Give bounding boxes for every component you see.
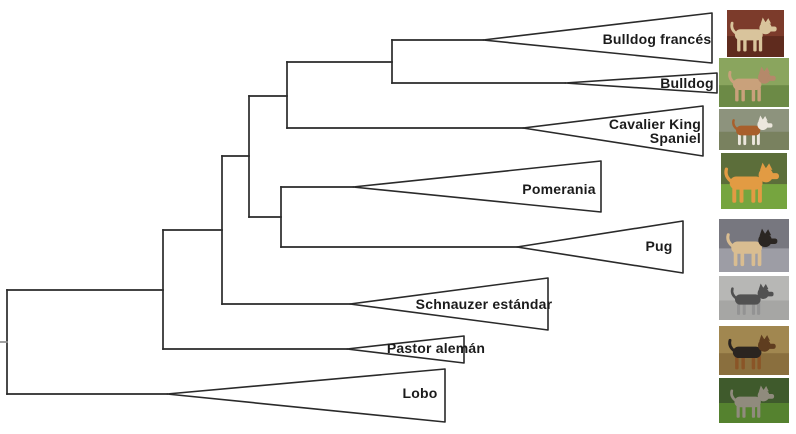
breed-photo-bulldog xyxy=(719,58,789,107)
dog-silhouette-icon xyxy=(730,17,777,52)
breed-photo-pastor-aleman xyxy=(719,326,789,375)
clade-label-bulldog: Bulldog xyxy=(660,75,714,91)
breed-photo-cavalier-king-spaniel xyxy=(719,109,789,150)
breed-photo-lobo xyxy=(719,378,789,423)
clade-triangle-cavalier-king-spaniel xyxy=(522,105,704,157)
clade-triangle-pug xyxy=(516,220,684,274)
dog-silhouette-icon xyxy=(728,334,776,370)
clade-label-bulldog-frances: Bulldog francés xyxy=(603,31,712,47)
clade-label-schnauzer-estandar: Schnauzer estándar xyxy=(416,296,553,312)
clade-triangle-bulldog xyxy=(564,72,718,94)
clade-label-pastor-aleman: Pastor alemán xyxy=(387,340,485,356)
clade-label-pug: Pug xyxy=(645,238,672,254)
dog-silhouette-icon xyxy=(732,115,773,146)
clade-triangle-pomerania xyxy=(352,160,602,213)
breed-photo-bulldog-frances xyxy=(727,10,784,57)
dog-silhouette-icon xyxy=(730,385,775,418)
clade-triangle-bulldog-frances xyxy=(482,12,713,64)
clade-label-lobo: Lobo xyxy=(402,385,437,401)
breed-photo-pomerania xyxy=(721,153,787,209)
clade-triangle-schnauzer-estandar xyxy=(349,277,549,331)
dog-silhouette-icon xyxy=(726,228,778,267)
breed-photo-pug xyxy=(719,219,789,272)
clade-triangle-pastor-aleman xyxy=(346,335,465,364)
dog-silhouette-icon xyxy=(728,66,776,102)
breed-photo-schnauzer-estandar xyxy=(719,276,789,320)
clade-triangle-lobo xyxy=(166,368,446,423)
dog-silhouette-icon xyxy=(724,162,779,203)
dog-silhouette-icon xyxy=(730,283,774,315)
clade-label-pomerania: Pomerania xyxy=(522,181,595,197)
